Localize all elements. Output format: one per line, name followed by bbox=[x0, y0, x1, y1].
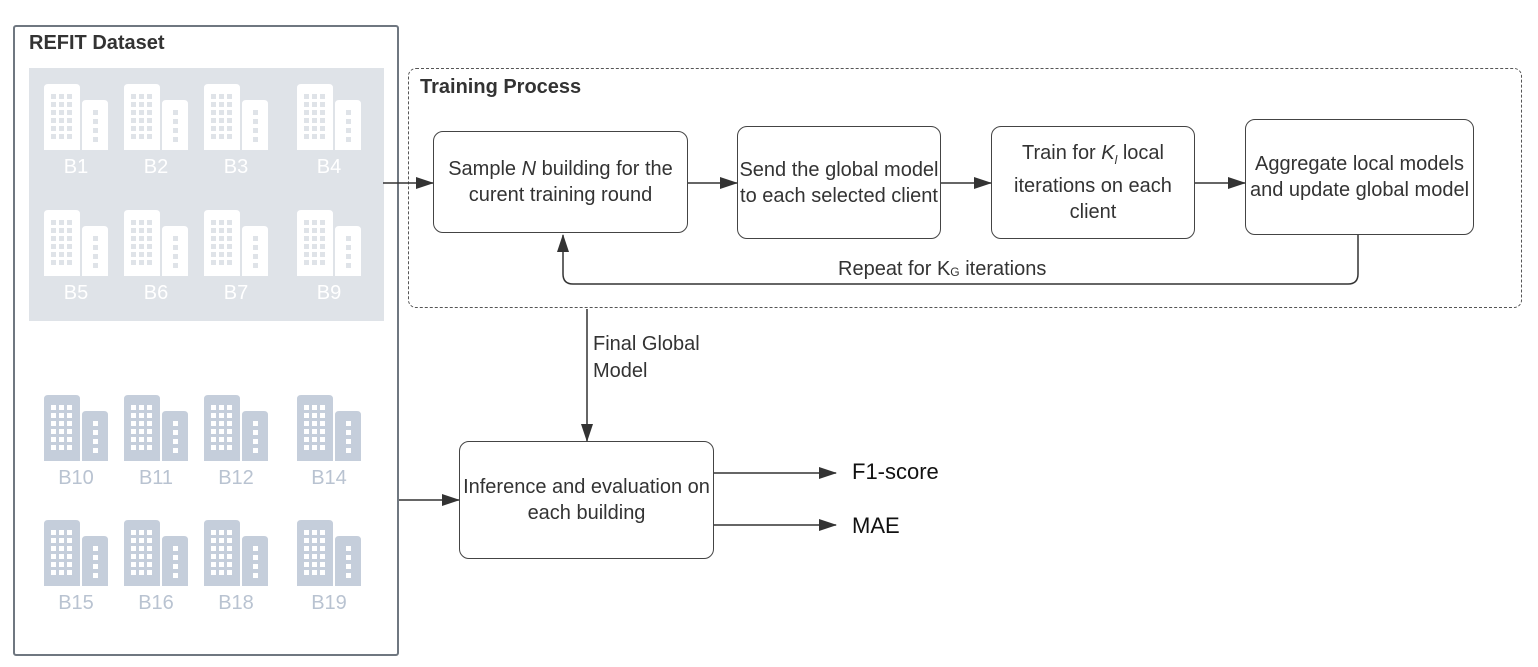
building-label: B4 bbox=[316, 156, 342, 178]
building-b19: B19 bbox=[293, 518, 365, 614]
building-label: B18 bbox=[218, 592, 254, 614]
building-label: B2 bbox=[143, 156, 169, 178]
building-icon bbox=[293, 82, 365, 157]
dataset-title: REFIT Dataset bbox=[29, 32, 165, 54]
building-icon bbox=[200, 82, 272, 157]
metric-f1-score: F1-score bbox=[852, 459, 939, 484]
building-b16: B16 bbox=[120, 518, 192, 614]
building-icon bbox=[200, 393, 272, 468]
building-b9: B9 bbox=[293, 208, 365, 304]
building-b3: B3 bbox=[200, 82, 272, 178]
building-icon bbox=[200, 518, 272, 593]
metric-mae: MAE bbox=[852, 513, 900, 538]
final-global-model-label: Final Global Model bbox=[593, 333, 700, 382]
building-icon bbox=[293, 208, 365, 283]
training-process-container bbox=[408, 68, 1522, 308]
building-icon bbox=[120, 208, 192, 283]
building-b18: B18 bbox=[200, 518, 272, 614]
refit-dataset-container bbox=[13, 25, 399, 656]
step-train-local: Train for Kl local iterations on each cl… bbox=[991, 126, 1195, 239]
building-label: B3 bbox=[223, 156, 249, 178]
building-label: B10 bbox=[58, 467, 94, 489]
building-label: B1 bbox=[63, 156, 89, 178]
building-icon bbox=[40, 82, 112, 157]
building-b5: B5 bbox=[40, 208, 112, 304]
step-sample-buildings: Sample N building for the curent trainin… bbox=[433, 131, 688, 233]
building-icon bbox=[293, 393, 365, 468]
building-label: B16 bbox=[138, 592, 174, 614]
building-icon bbox=[120, 518, 192, 593]
building-label: B11 bbox=[138, 467, 174, 489]
building-b15: B15 bbox=[40, 518, 112, 614]
building-label: B7 bbox=[223, 282, 249, 304]
building-label: B19 bbox=[311, 592, 347, 614]
building-b1: B1 bbox=[40, 82, 112, 178]
building-icon bbox=[200, 208, 272, 283]
building-label: B9 bbox=[316, 282, 342, 304]
building-label: B14 bbox=[311, 467, 347, 489]
training-process-title: Training Process bbox=[420, 76, 582, 98]
building-b2: B2 bbox=[120, 82, 192, 178]
building-b7: B7 bbox=[200, 208, 272, 304]
building-b11: B11 bbox=[120, 393, 192, 489]
inference-evaluation-box: Inference and evaluation on each buildin… bbox=[459, 441, 714, 559]
building-b12: B12 bbox=[200, 393, 272, 489]
building-icon bbox=[40, 208, 112, 283]
building-icon bbox=[293, 518, 365, 593]
building-icon bbox=[40, 518, 112, 593]
step-send-global-model: Send the global model to each selected c… bbox=[737, 126, 941, 239]
building-icon bbox=[40, 393, 112, 468]
building-b10: B10 bbox=[40, 393, 112, 489]
building-label: B12 bbox=[218, 467, 254, 489]
building-b4: B4 bbox=[293, 82, 365, 178]
building-icon bbox=[120, 393, 192, 468]
building-b6: B6 bbox=[120, 208, 192, 304]
building-label: B15 bbox=[58, 592, 94, 614]
building-b14: B14 bbox=[293, 393, 365, 489]
building-label: B5 bbox=[63, 282, 89, 304]
building-label: B6 bbox=[143, 282, 169, 304]
arrow-repeat-loop bbox=[557, 234, 1359, 285]
repeat-label: Repeat for KG iterations bbox=[838, 258, 1047, 280]
building-icon bbox=[120, 82, 192, 157]
step-aggregate: Aggregate local models and update global… bbox=[1245, 119, 1474, 235]
